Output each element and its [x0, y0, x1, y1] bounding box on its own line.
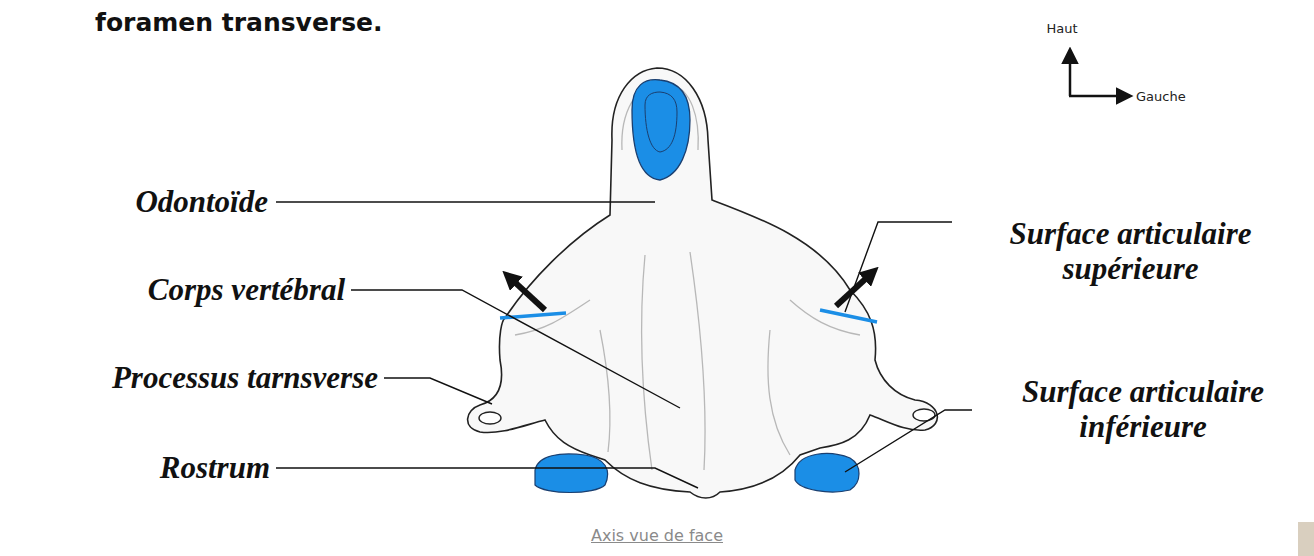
figure-caption: Axis vue de face: [591, 526, 723, 545]
part-label: Surface articulaire supérieure: [958, 217, 1303, 286]
part-label: Processus tarnsverse: [112, 361, 378, 396]
part-label: Surface articulaire inférieure: [978, 375, 1308, 444]
reference-text: foramen transverse.: [95, 8, 383, 37]
orientation-label: Gauche: [1136, 89, 1186, 104]
part-label: Odontoïde: [135, 185, 268, 220]
thumbnail-edge: [1298, 522, 1314, 556]
part-label: Corps vertébral: [148, 273, 345, 308]
orientation-label: Haut: [1046, 21, 1077, 36]
movement-arrows: [508, 272, 873, 310]
part-label: Rostrum: [160, 451, 270, 486]
articular-surfaces: [500, 80, 877, 493]
leader-lines: [276, 202, 972, 488]
axis-vertebra: [468, 68, 938, 498]
orientation-axes: [1069, 50, 1130, 96]
